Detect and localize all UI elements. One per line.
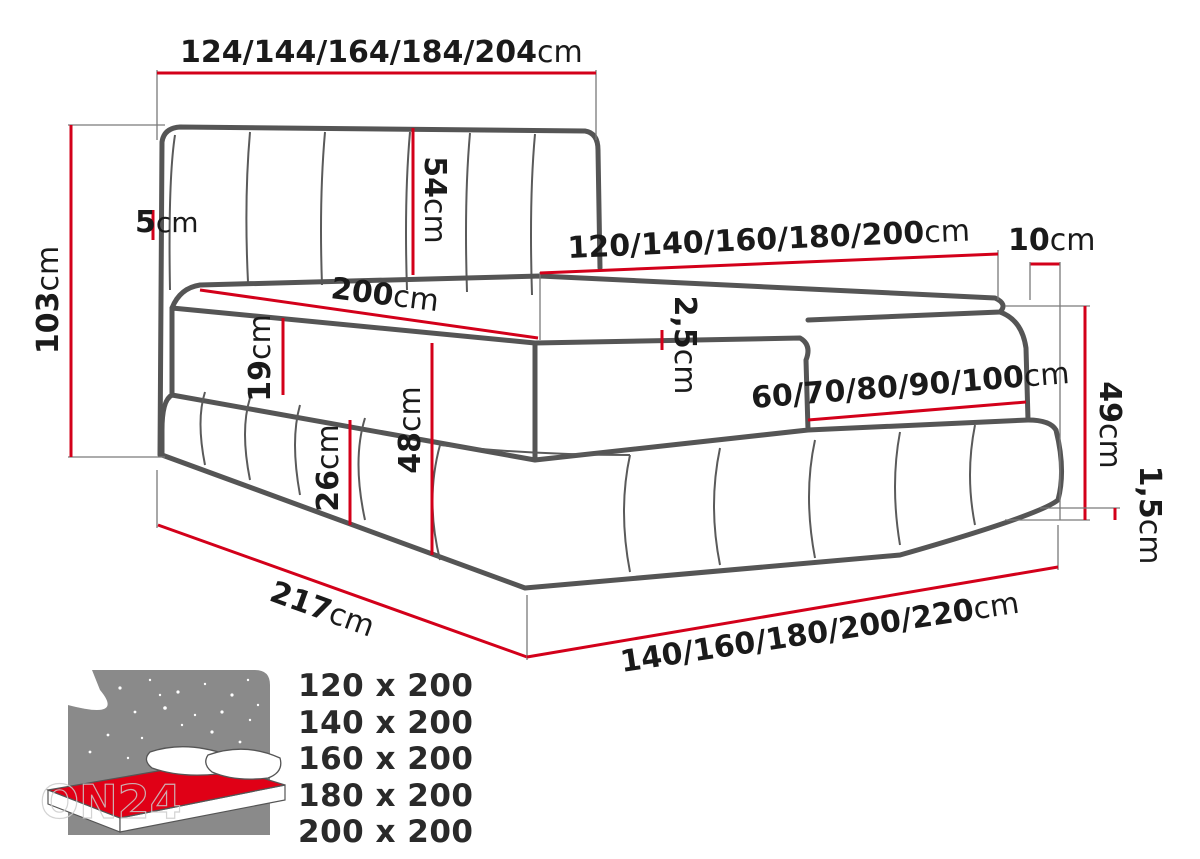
mattress-length-line bbox=[199, 288, 539, 340]
headboard-pleats bbox=[245, 131, 536, 296]
base-cushions bbox=[199, 391, 976, 573]
label-mattress-height: 19cm bbox=[243, 314, 278, 401]
label-total-height: 103cm bbox=[31, 246, 66, 354]
label-headboard-height: 54cm bbox=[417, 156, 452, 243]
size-item: 160 x 200 bbox=[298, 741, 474, 777]
stars-icon bbox=[88, 678, 260, 760]
headboard-back-edge bbox=[168, 134, 176, 291]
size-item: 180 x 200 bbox=[298, 777, 474, 814]
topper-outline bbox=[169, 305, 811, 463]
label-base-height: 26cm bbox=[311, 424, 346, 511]
dimension-lines bbox=[68, 70, 1120, 660]
label-side-thickness: 10cm bbox=[1008, 223, 1095, 258]
bed-drawing bbox=[157, 124, 1065, 591]
base-outline bbox=[159, 392, 1065, 591]
size-item: 200 x 200 bbox=[298, 814, 474, 850]
label-topper-height: 2,5cm bbox=[667, 296, 702, 395]
watermark-logo: ON24 bbox=[40, 775, 182, 829]
headboard-outline bbox=[157, 124, 603, 458]
bed-size-list: 120 x 200 140 x 200 160 x 200 180 x 200 … bbox=[298, 668, 474, 851]
topper-width-line bbox=[807, 400, 1027, 422]
size-item: 140 x 200 bbox=[298, 704, 474, 741]
label-leg-height: 1,5cm bbox=[1132, 466, 1167, 565]
bed-size-icon: ON24 bbox=[39, 670, 286, 835]
side-panel-right bbox=[805, 309, 1031, 433]
label-headboard-width: 124/144/164/184/204cm bbox=[180, 35, 583, 70]
label-frame-height: 48cm bbox=[393, 386, 428, 473]
total-width-line bbox=[526, 565, 1059, 659]
label-topper-width: 60/70/80/90/100cm bbox=[750, 356, 1071, 416]
label-headboard-thickness: 5cm bbox=[135, 205, 199, 240]
size-item: 120 x 200 bbox=[298, 668, 474, 704]
mattress-top-outline bbox=[169, 273, 1006, 323]
label-side-height: 49cm bbox=[1092, 381, 1127, 468]
label-total-width: 140/160/180/200/220cm bbox=[618, 586, 1021, 680]
total-length-line bbox=[157, 523, 528, 659]
label-mattress-length: 200cm bbox=[329, 271, 441, 319]
mattress-width-line bbox=[539, 252, 999, 275]
